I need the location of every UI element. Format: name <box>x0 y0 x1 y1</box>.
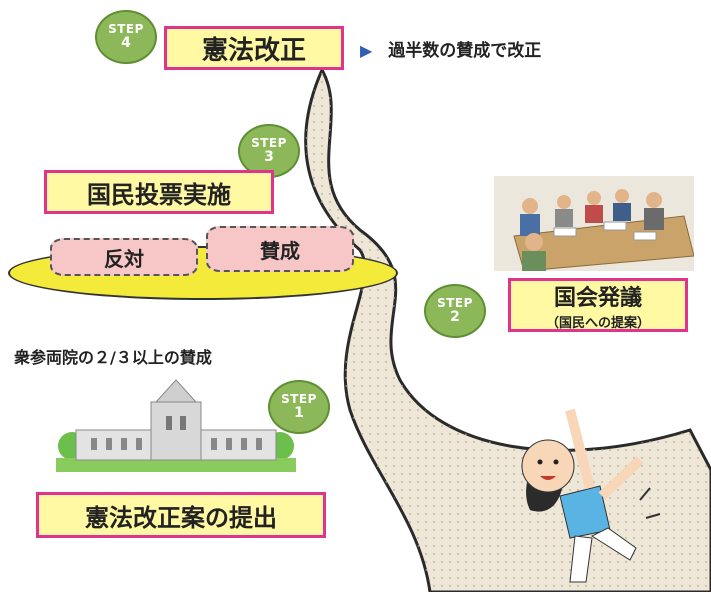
step-3-word: STEP <box>251 136 287 151</box>
diet-proposal-box: 国会発議 （国民への提案） <box>508 278 688 332</box>
for-drum: 賛成 <box>206 226 354 272</box>
step-1-word: STEP <box>281 392 317 407</box>
meeting-people-icon <box>494 176 694 271</box>
two-thirds-note: 衆参両院の２/３以上の賛成 <box>14 348 212 367</box>
step-2-number: 2 <box>450 308 460 325</box>
step-4-badge: STEP 4 <box>95 10 157 64</box>
referendum-label: 国民投票実施 <box>87 180 231 209</box>
arrow-right-icon: ▶ <box>360 41 373 60</box>
referendum-box: 国民投票実施 <box>44 170 274 214</box>
step-1-badge: STEP 1 <box>268 380 330 434</box>
woman-climber-icon <box>521 408 661 583</box>
proposal-box: 憲法改正案の提出 <box>36 492 326 538</box>
diet-title: 国会発議 <box>553 285 642 311</box>
against-drum: 反対 <box>50 238 198 276</box>
step-3-number: 3 <box>264 148 274 165</box>
proposal-label: 憲法改正案の提出 <box>85 503 277 532</box>
step-2-word: STEP <box>437 296 473 311</box>
step-2-badge: STEP 2 <box>424 284 486 338</box>
majority-note: ▶ 過半数の賛成で改正 <box>360 36 541 61</box>
amendment-box: 憲法改正 <box>164 26 344 70</box>
step-1-number: 1 <box>294 404 304 421</box>
majority-text: 過半数の賛成で改正 <box>388 41 542 61</box>
amendment-label: 憲法改正 <box>201 35 306 66</box>
against-label: 反対 <box>104 246 144 271</box>
step-4-word: STEP <box>108 22 144 37</box>
step-3-badge: STEP 3 <box>238 124 300 178</box>
step-4-number: 4 <box>121 34 131 51</box>
diet-building-icon <box>56 379 296 472</box>
for-label: 賛成 <box>260 238 300 263</box>
diet-subtitle: （国民への提案） <box>545 315 650 331</box>
